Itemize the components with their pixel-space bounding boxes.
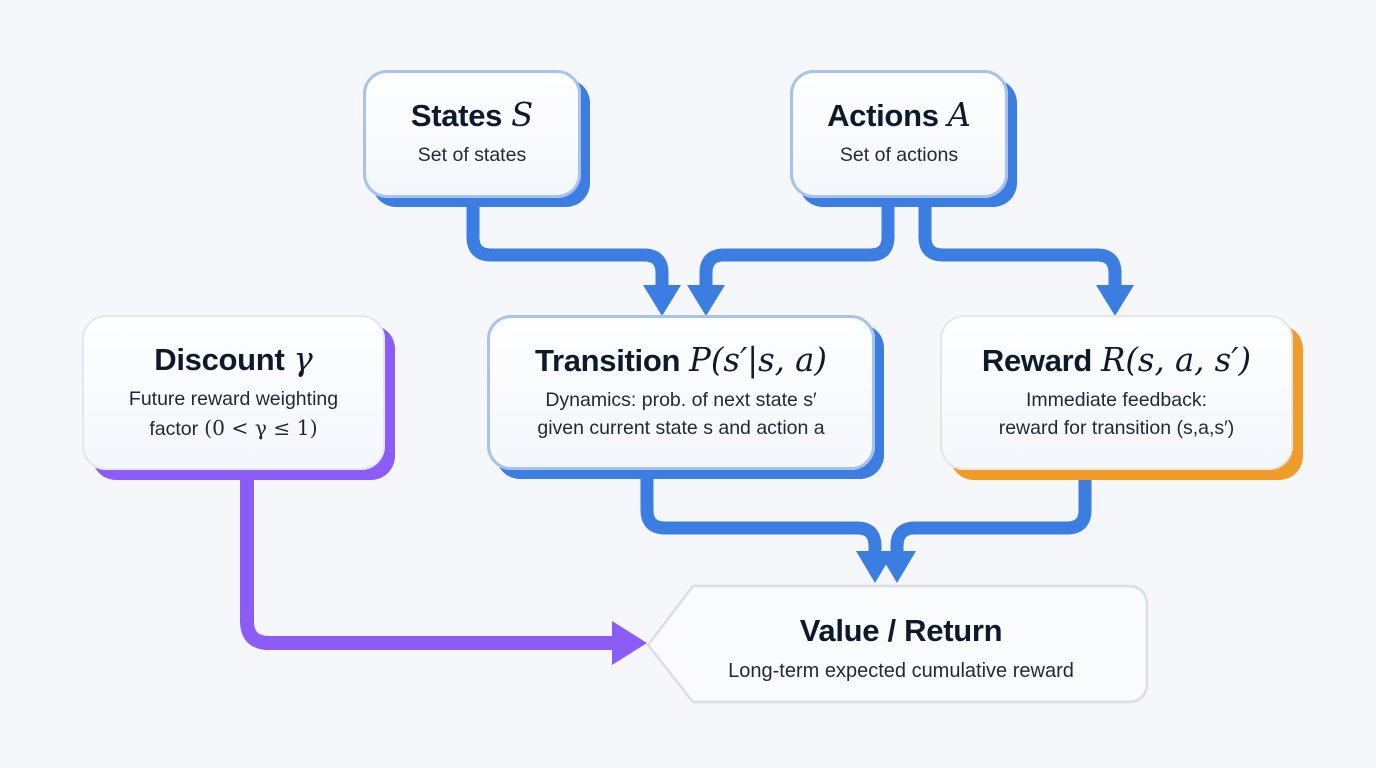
reward-title-math: R(s, a, s′)	[1101, 340, 1252, 379]
node-reward-subtitle: Immediate feedback: reward for transitio…	[999, 387, 1235, 442]
arrowhead-actions-to-reward	[1096, 285, 1134, 316]
node-value-subtitle: Long-term expected cumulative reward	[728, 660, 1074, 683]
states-title-math: S	[511, 95, 534, 134]
transition-title-math: P(s′|s, a)	[689, 340, 827, 379]
edge-transition-to-value	[640, 466, 882, 553]
arrowhead-discount-to-value	[612, 621, 647, 665]
node-value-shape	[646, 584, 1149, 704]
discount-title-math: γ	[293, 339, 313, 378]
edge-states-to-transition	[466, 194, 669, 287]
actions-title-math: A	[947, 95, 971, 134]
transition-subtitle-line2: given current state s and action a	[537, 416, 825, 439]
node-value: Value / Return Long-term expected cumula…	[655, 598, 1147, 702]
discount-subtitle-line1: Future reward weighting	[128, 388, 339, 411]
reward-title-text: Reward	[981, 342, 1093, 378]
arrowhead-reward-to-value	[878, 551, 916, 583]
node-states-subtitle: Set of states	[417, 144, 527, 167]
states-title-text: States	[410, 97, 503, 133]
edge-reward-to-value	[890, 466, 1092, 553]
discount-subtitle-line2-math: (0 < γ ≤ 1)	[204, 415, 318, 440]
reward-subtitle-line2: reward for transition (s,a,s′)	[998, 416, 1235, 439]
actions-title-text: Actions	[827, 97, 939, 133]
discount-subtitle-line2: factor(0 < γ ≤ 1)	[129, 414, 338, 444]
discount-title-text: Discount	[154, 341, 285, 377]
node-value-title: Value / Return	[799, 613, 1003, 649]
node-discount-subtitle: Future reward weighting factor(0 < γ ≤ 1…	[129, 386, 338, 443]
discount-subtitle-line2-text: factor	[149, 417, 199, 440]
arrowhead-states-to-transition	[643, 285, 681, 316]
edge-actions-to-reward	[918, 194, 1122, 287]
reward-subtitle-line1: Immediate feedback:	[1025, 389, 1207, 412]
transition-title-text: Transition	[535, 342, 681, 378]
arrowhead-actions-to-transition	[687, 285, 725, 316]
node-actions-subtitle: Set of actions	[839, 144, 959, 167]
edge-actions-to-transition	[699, 194, 895, 287]
edge-discount-to-value	[240, 466, 614, 650]
node-transition-subtitle: Dynamics: prob. of next state s′ given c…	[537, 387, 824, 442]
transition-subtitle-line1: Dynamics: prob. of next state s′	[545, 389, 817, 412]
